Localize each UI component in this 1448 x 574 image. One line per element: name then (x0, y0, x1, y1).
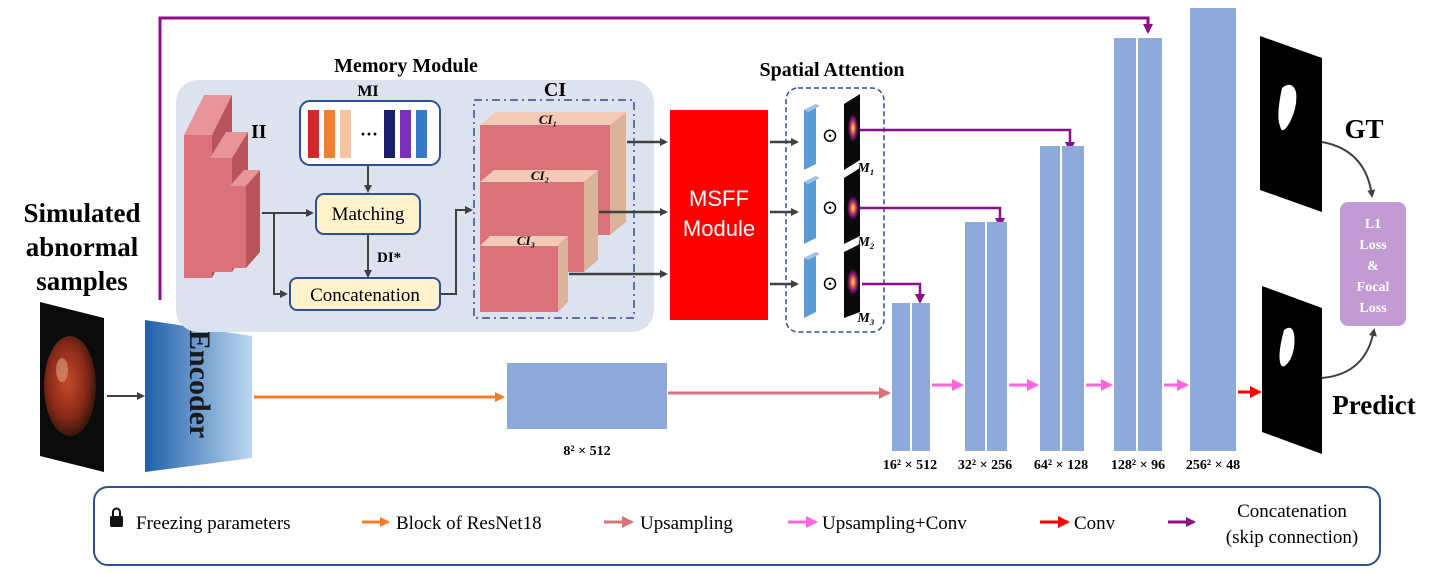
legend-concat-text-1: Concatenation (1237, 501, 1347, 522)
loss-box: L1 Loss & Focal Loss (1340, 202, 1406, 326)
matching-label: Matching (332, 204, 405, 225)
odot-1: ⊙ (822, 125, 839, 147)
ci2-label: CI₂ (531, 168, 549, 183)
di-label: DI* (377, 250, 401, 266)
legend-upsampling: Upsampling (604, 513, 733, 534)
m1-label: M₁ (856, 161, 874, 176)
odot-2: ⊙ (822, 197, 839, 219)
loss-arrows (1321, 141, 1377, 379)
stage-label-32: 32² × 256 (958, 458, 1012, 473)
concat-label: Concatenation (310, 285, 420, 306)
legend-conv-text: Conv (1074, 513, 1116, 534)
bottleneck-block (507, 363, 667, 429)
legend-upsampling-text: Upsampling (640, 513, 733, 534)
msff-line1: MSFF (689, 186, 749, 211)
ci3-block: CI₃ (480, 233, 568, 312)
stage-label-64: 64² × 128 (1034, 458, 1088, 473)
input-title: Simulated abnormal samples (23, 198, 140, 296)
legend-concat: Concatenation (skip connection) (1168, 501, 1358, 548)
ii-feature-stack (184, 95, 260, 278)
loss-line3: & (1367, 259, 1379, 274)
mi-ellipsis: ··· (360, 124, 378, 144)
decoder-stage-128 (1114, 38, 1162, 451)
legend-upconv-text: Upsampling+Conv (822, 513, 967, 534)
legend-freezing-text: Freezing parameters (136, 513, 291, 534)
attention-row-3: ⊙ M₃ (804, 244, 875, 326)
ci-dashed-box (473, 99, 635, 319)
ci-label: CI (544, 79, 566, 101)
legend-resnet-text: Block of ResNet18 (396, 513, 542, 534)
attention-row-1: ⊙ M₁ (804, 94, 875, 176)
mi-memory-bank: ··· (299, 100, 441, 166)
gt-mask-image (1260, 36, 1322, 212)
input-title-line1: Simulated (23, 198, 140, 228)
m2-label: M₂ (856, 235, 874, 250)
msff-module: MSFF Module (670, 110, 768, 320)
attention-skip-connections (860, 128, 1075, 304)
legend-box (93, 486, 1381, 566)
bottleneck-label: 8² × 512 (563, 444, 610, 459)
msff-line2: Module (683, 216, 755, 241)
input-title-line3: samples (36, 266, 128, 296)
decoder-stage-16 (892, 303, 930, 451)
stage-label-128: 128² × 96 (1111, 458, 1165, 473)
loss-line1: L1 (1365, 217, 1381, 232)
attention-row-2: ⊙ M₂ (804, 168, 875, 250)
legend-resnet: Block of ResNet18 (362, 513, 542, 534)
legend-concat-text-2: (skip connection) (1226, 527, 1358, 548)
loss-line4: Focal (1357, 280, 1390, 295)
decoder-stage-32 (965, 222, 1007, 451)
ii-label: II (251, 121, 267, 143)
msff-to-attention-arrows (770, 138, 799, 288)
matching-box: Matching (315, 193, 421, 235)
loss-line5: Loss (1359, 301, 1387, 316)
legend-lock-icon (110, 516, 123, 527)
legend-upconv: Upsampling+Conv (788, 513, 967, 534)
concatenation-box: Concatenation (289, 277, 441, 311)
decoder-labels: 16² × 512 32² × 256 64² × 128 128² × 96 … (883, 458, 1240, 473)
spatial-attention-box (785, 87, 885, 333)
predict-label: Predict (1332, 390, 1415, 420)
m3-label: M₃ (856, 311, 874, 326)
stage-label-16: 16² × 512 (883, 458, 937, 473)
gt-label: GT (1344, 114, 1383, 144)
ii-routing-arrows (262, 206, 473, 298)
predict-mask-image (1262, 286, 1322, 454)
decoder-stage-64 (1040, 146, 1084, 451)
memory-module-title: Memory Module (334, 55, 478, 77)
input-image (40, 302, 104, 472)
ci-to-msff-arrows (569, 138, 668, 278)
spatial-attention-title: Spatial Attention (759, 59, 904, 81)
legend-conv: Conv (1040, 513, 1116, 534)
encoder-label: Encoder (183, 330, 216, 438)
odot-3: ⊙ (822, 273, 839, 295)
ci3-label: CI₃ (517, 233, 535, 248)
legend-freezing: Freezing parameters (110, 507, 291, 534)
input-title-line2: abnormal (26, 232, 139, 262)
encoder-block: Encoder (145, 320, 252, 472)
top-skip-connection (158, 16, 1153, 300)
decoder-stage-256 (1190, 8, 1236, 451)
stage-label-256: 256² × 48 (1186, 458, 1240, 473)
ci1-label: CI₁ (539, 112, 557, 127)
mi-label: MI (357, 83, 378, 100)
loss-line2: Loss (1359, 238, 1387, 253)
